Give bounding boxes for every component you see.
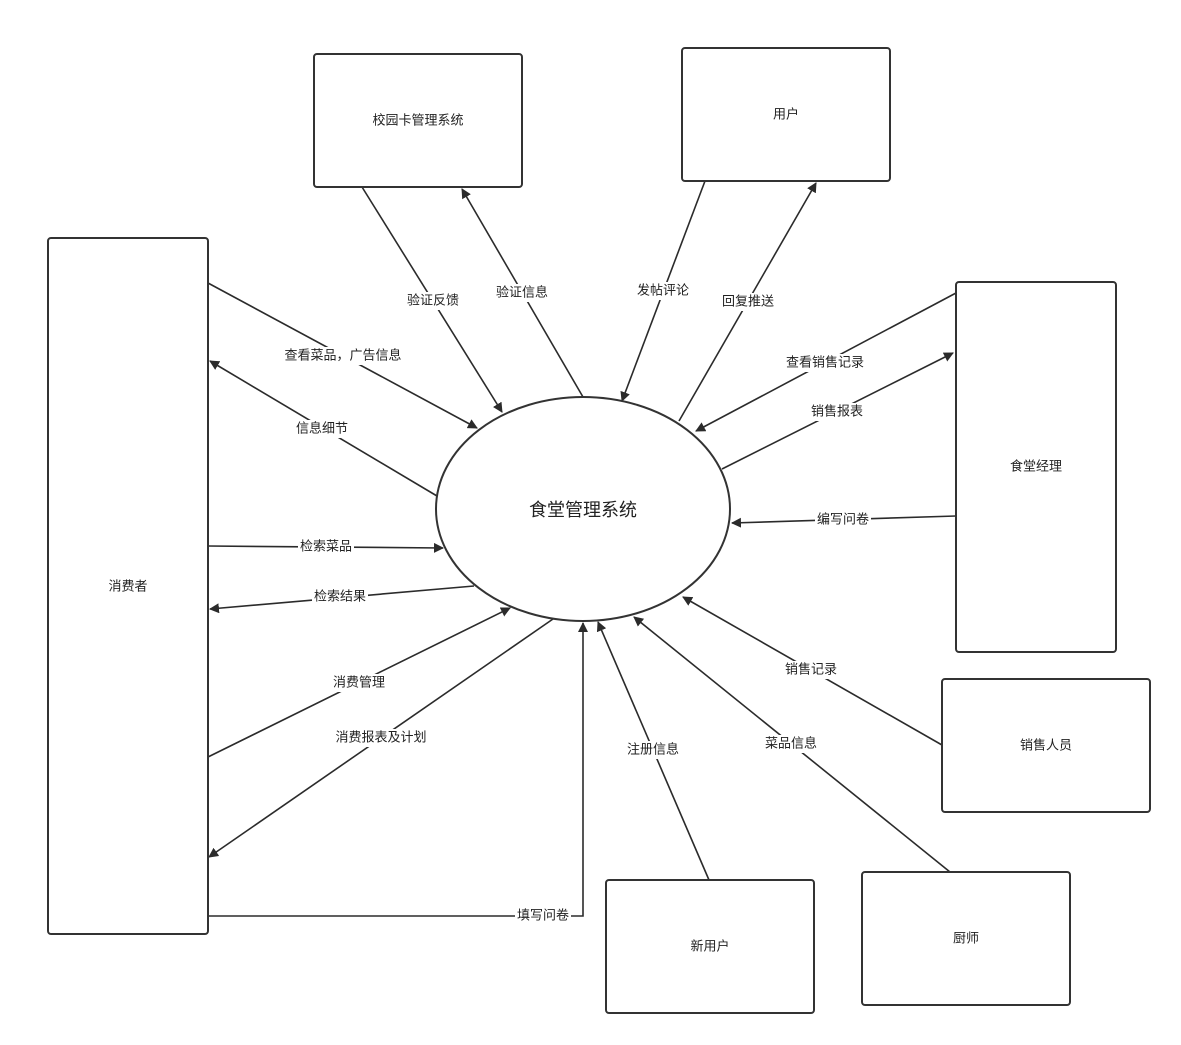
entity-new-user-label: 新用户 bbox=[690, 939, 729, 955]
label-consumption-management: 消费管理 bbox=[333, 676, 385, 691]
label-consumption-report-plan: 消费报表及计划 bbox=[335, 731, 426, 746]
entity-new-user[interactable]: 新用户 bbox=[605, 879, 815, 1014]
entity-user[interactable]: 用户 bbox=[681, 47, 891, 182]
entity-sales-staff-label: 销售人员 bbox=[1020, 738, 1072, 754]
entity-sales-staff[interactable]: 销售人员 bbox=[941, 678, 1151, 813]
entity-manager[interactable]: 食堂经理 bbox=[955, 281, 1117, 653]
label-view-sales-records: 查看销售记录 bbox=[786, 355, 864, 371]
label-sales-report: 销售报表 bbox=[811, 404, 863, 420]
label-sales-record: 销售记录 bbox=[785, 662, 837, 678]
label-register-info: 注册信息 bbox=[627, 742, 679, 758]
entity-campus-card-label: 校园卡管理系统 bbox=[372, 113, 463, 129]
center-process[interactable]: 食堂管理系统 bbox=[435, 396, 731, 622]
entity-chef-label: 厨师 bbox=[953, 932, 979, 947]
edge-fill-questionnaire bbox=[208, 622, 588, 917]
center-process-label: 食堂管理系统 bbox=[529, 500, 637, 521]
entity-consumer[interactable]: 消费者 bbox=[47, 237, 209, 935]
label-search-results: 检索结果 bbox=[314, 590, 366, 605]
label-verify-feedback: 验证反馈 bbox=[407, 293, 459, 309]
label-write-questionnaire: 编写问卷 bbox=[817, 512, 869, 528]
label-dish-info: 菜品信息 bbox=[765, 736, 817, 752]
entity-consumer-label: 消费者 bbox=[108, 580, 147, 595]
entity-manager-label: 食堂经理 bbox=[1010, 459, 1062, 475]
label-post-comment: 发帖评论 bbox=[637, 283, 689, 299]
label-verify-info: 验证信息 bbox=[496, 285, 548, 301]
entity-user-label: 用户 bbox=[773, 107, 799, 123]
label-view-dishes-ads: 查看菜品，广告信息 bbox=[284, 348, 401, 364]
label-info-detail: 信息细节 bbox=[296, 421, 348, 437]
entity-campus-card[interactable]: 校园卡管理系统 bbox=[313, 53, 523, 188]
entity-chef[interactable]: 厨师 bbox=[861, 871, 1071, 1006]
label-reply-push: 回复推送 bbox=[722, 295, 774, 310]
edge-labels: 验证反馈 验证信息 发帖评论 回复推送 查看菜品，广告信息 信息细节 查看销售记… bbox=[282, 282, 871, 925]
label-fill-questionnaire: 填写问卷 bbox=[517, 908, 569, 924]
label-search-dishes: 检索菜品 bbox=[300, 540, 352, 555]
